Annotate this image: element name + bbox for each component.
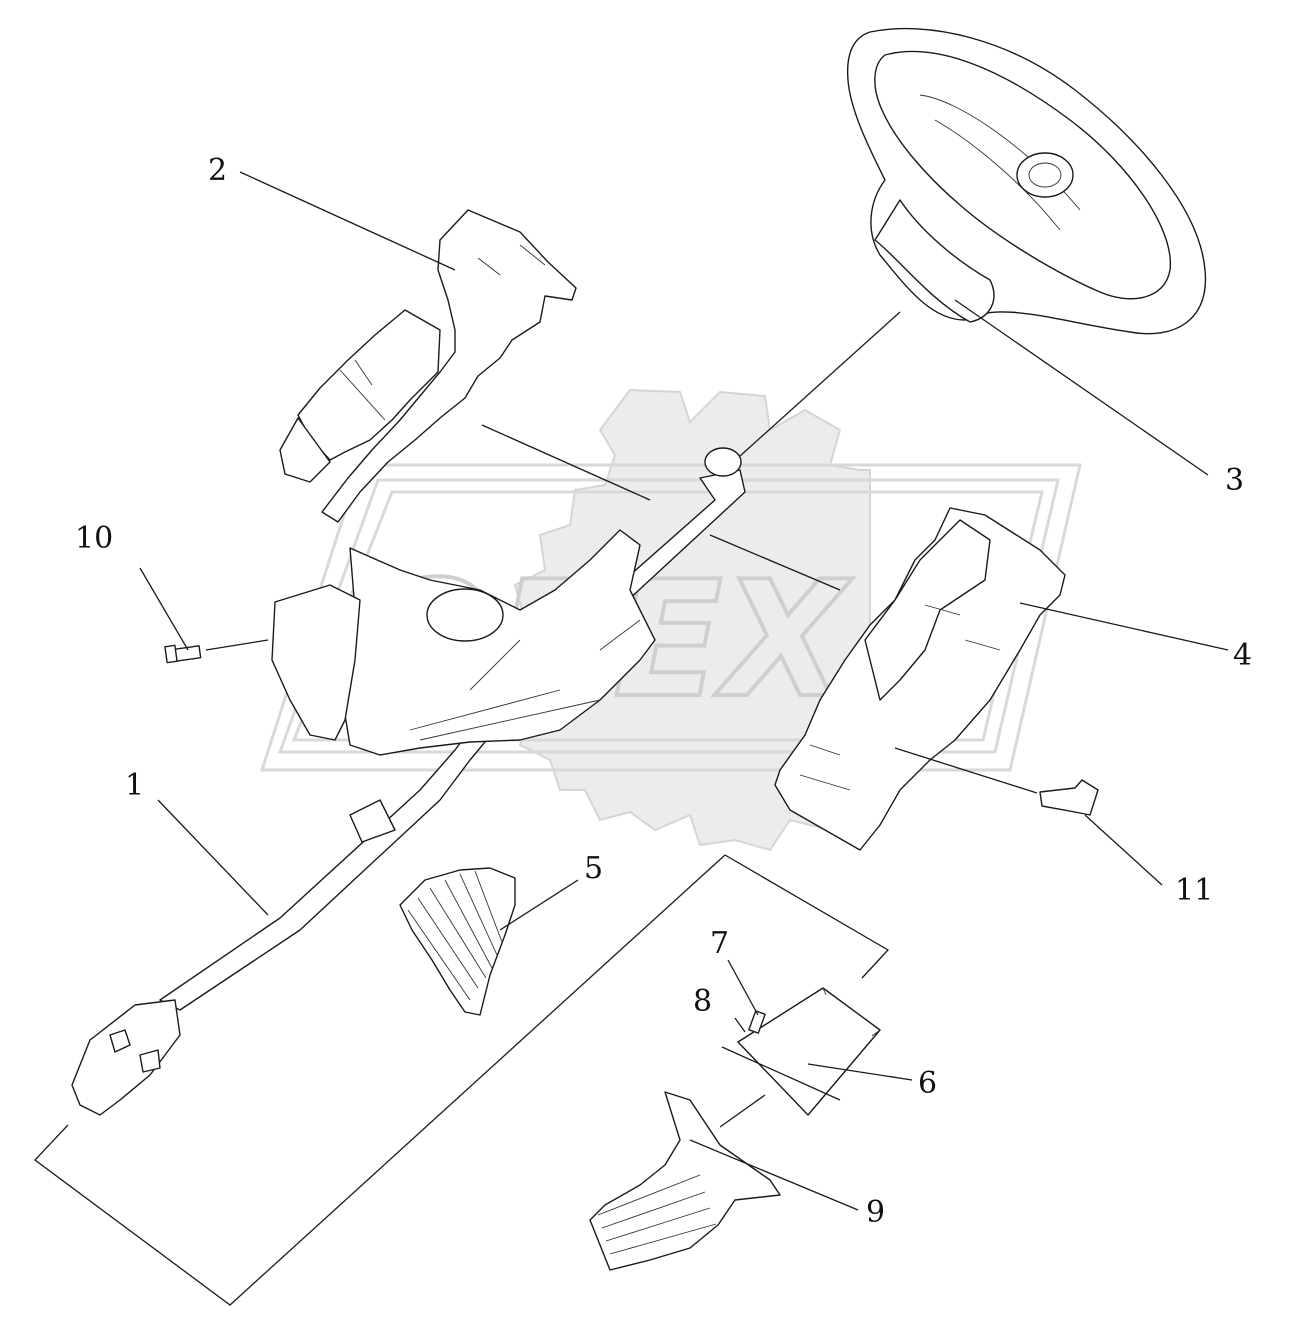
callout-3: 3 (1225, 463, 1244, 498)
watermark-gear-icon (498, 388, 871, 852)
part-7-bolt (748, 1010, 766, 1034)
callout-7: 7 (710, 926, 729, 961)
clip-icon (1039, 779, 1099, 816)
steering-wheel-emblem-icon (1016, 152, 1074, 198)
part-6-cover-plate (737, 987, 881, 1116)
bolt-icon (748, 1010, 766, 1034)
part-4-lower-shroud (774, 507, 1066, 851)
part-11-clip (1039, 779, 1099, 816)
callout-10: 10 (75, 521, 113, 556)
callout-8: 8 (693, 984, 712, 1019)
callout-1: 1 (125, 768, 144, 803)
leader-lines (139, 171, 1229, 1211)
callout-5: 5 (584, 851, 603, 886)
part-2-upper-shroud (279, 209, 577, 523)
part-1-steering-column (71, 447, 746, 1116)
callout-2: 2 (208, 153, 227, 188)
callout-4: 4 (1233, 638, 1252, 673)
callout-labels: 2 3 4 10 1 5 11 7 8 6 9 (75, 153, 1252, 1230)
u-joint-bolt-icon-2 (139, 1049, 161, 1073)
callout-11: 11 (1175, 873, 1213, 908)
callout-6: 6 (918, 1066, 937, 1101)
part-3-steering-wheel (846, 27, 1207, 335)
part-9-lower-boot (589, 1091, 781, 1271)
part-8-washer (734, 1017, 746, 1033)
u-joint-bolt-icon (109, 1029, 131, 1053)
assembly-bracket (34, 854, 890, 1306)
part-10-bolt (164, 644, 202, 664)
part-5-boot (399, 867, 516, 1016)
column-nut-icon (704, 447, 742, 477)
callout-9: 9 (866, 1195, 885, 1230)
